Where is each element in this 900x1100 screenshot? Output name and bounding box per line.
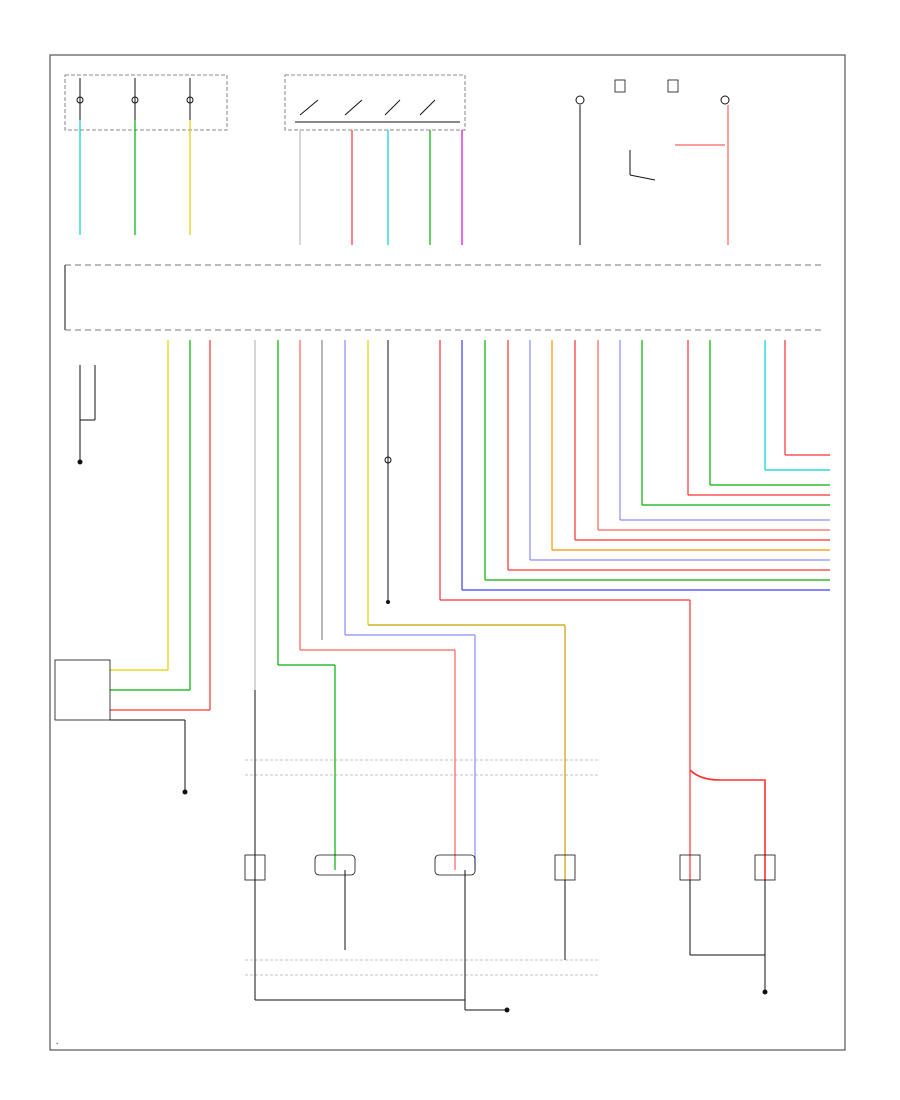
fuse-panel: [64, 74, 228, 235]
left-module: [54, 659, 188, 795]
ground-icon: [77, 459, 83, 465]
lamp-assemblies: [244, 690, 776, 1013]
left-ground: [77, 365, 96, 465]
connector-band: [245, 759, 600, 976]
relay-circuit: [575, 79, 730, 245]
ground-icon: [504, 989, 768, 1013]
switch-icon: [295, 99, 460, 123]
headlamp-switch: [284, 74, 466, 245]
harness-wires: [110, 340, 830, 880]
footer-code: •: [56, 1041, 58, 1046]
diagram-frame: [49, 54, 846, 1051]
lamp-icon: [244, 854, 776, 881]
fuse-icon: [76, 78, 194, 120]
ground-icon: [182, 789, 188, 795]
center-branch: [384, 440, 392, 604]
connector-icon: [386, 600, 390, 604]
splice-bus: [64, 264, 825, 331]
